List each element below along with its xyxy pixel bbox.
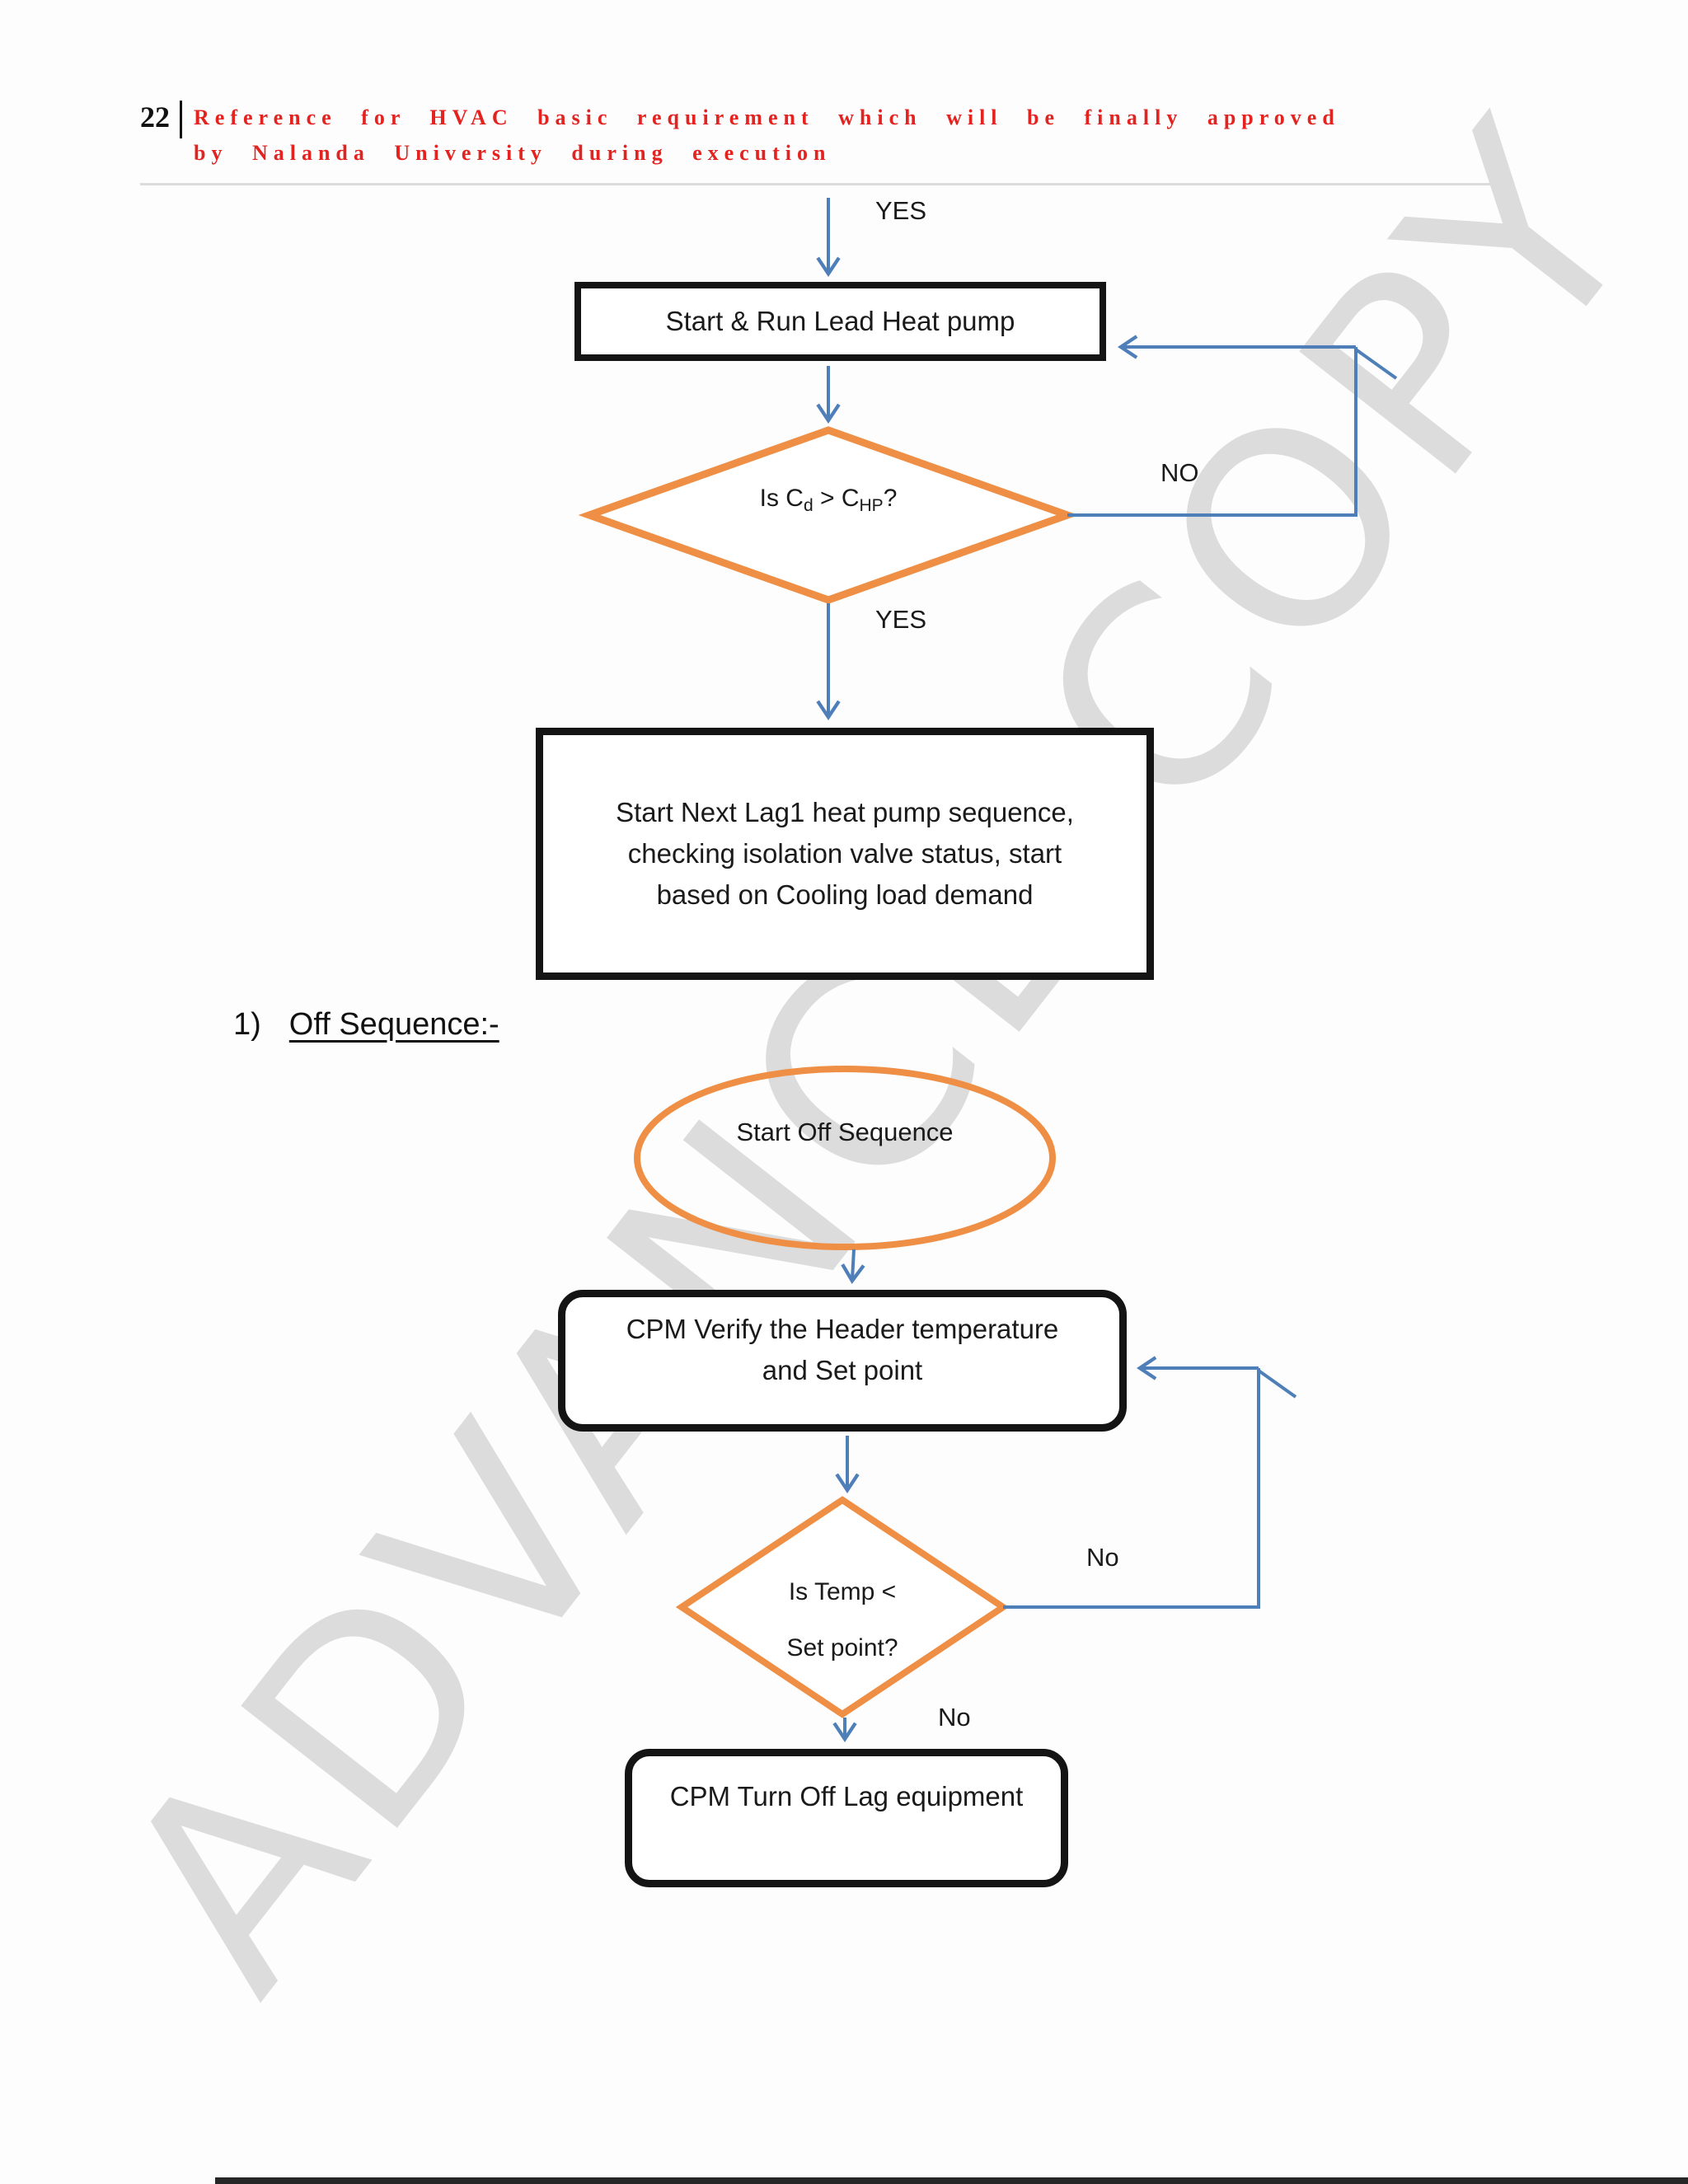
arrow-start-to-verify <box>841 1249 865 1284</box>
decision1-middle: > C <box>813 485 860 512</box>
lag1-line2: checking isolation valve status, start <box>627 837 1062 869</box>
heading-number: 1) <box>233 1007 261 1042</box>
heading-title: Off Sequence:- <box>288 1007 499 1042</box>
decision2-no-right-label: No <box>1086 1543 1119 1572</box>
decision1-suffix: ? <box>883 485 898 512</box>
header-title-line1: Reference for HVAC basic requirement whi… <box>194 105 1340 129</box>
decision1-no-label: NO <box>1160 458 1199 487</box>
lag1-line1: Start Next Lag1 heat pump sequence, <box>616 796 1074 827</box>
decision1-prefix: Is C <box>759 485 804 512</box>
decision1-yes-label: YES <box>875 605 927 634</box>
cpm-verify-text: CPM Verify the Header temperature and Se… <box>626 1309 1059 1391</box>
decision1-sub-d: d <box>803 496 814 515</box>
no-loop2-line <box>1003 1368 1260 1609</box>
page-header: 22 Reference for HVAC basic requirement … <box>140 101 1508 185</box>
cpm-turn-off-box: CPM Turn Off Lag equipment <box>625 1749 1068 1887</box>
start-next-lag1-text: Start Next Lag1 heat pump sequence, chec… <box>616 792 1074 916</box>
no-loop1-corner-tick <box>1354 348 1398 380</box>
page-number: 22 <box>140 101 170 134</box>
footer-scan-bar <box>215 2177 1688 2184</box>
start-off-sequence-text: Start Off Sequence <box>736 1118 954 1146</box>
start-next-lag1-box: Start Next Lag1 heat pump sequence, chec… <box>536 728 1154 980</box>
decision1-text: Is Cd > CHP? <box>705 485 952 516</box>
decision1-diamond <box>578 426 1079 604</box>
decision2-line1: Is Temp < <box>788 1578 897 1605</box>
no-loop2-corner-tick <box>1257 1369 1297 1399</box>
header-title: Reference for HVAC basic requirement whi… <box>194 101 1340 171</box>
decision2-no-bottom-label: No <box>938 1703 971 1732</box>
off-sequence-heading: 1) Off Sequence:- <box>233 1007 499 1043</box>
header-separator-bar <box>180 101 182 138</box>
decision2-diamond <box>675 1496 1010 1718</box>
cpm-verify-line2: and Set point <box>762 1355 923 1386</box>
cpm-verify-line1: CPM Verify the Header temperature <box>626 1314 1059 1344</box>
decision2-line2: Set point? <box>786 1633 898 1661</box>
header-title-line2: by Nalanda University during execution <box>194 140 832 165</box>
start-run-lead-heat-pump-text: Start & Run Lead Heat pump <box>665 305 1015 336</box>
lag1-line3: based on Cooling load demand <box>656 879 1034 911</box>
start-ellipse <box>634 1066 1056 1250</box>
cpm-verify-box: CPM Verify the Header temperature and Se… <box>558 1290 1127 1432</box>
cpm-turn-off-text: CPM Turn Off Lag equipment <box>669 1781 1024 1811</box>
no-loop1-line <box>1067 347 1357 517</box>
decision2-text: Is Temp < Set point? <box>719 1564 966 1675</box>
start-run-lead-heat-pump-box: Start & Run Lead Heat pump <box>574 282 1106 361</box>
decision1-sub-hp: HP <box>859 496 884 515</box>
entry-yes-label: YES <box>875 196 927 225</box>
